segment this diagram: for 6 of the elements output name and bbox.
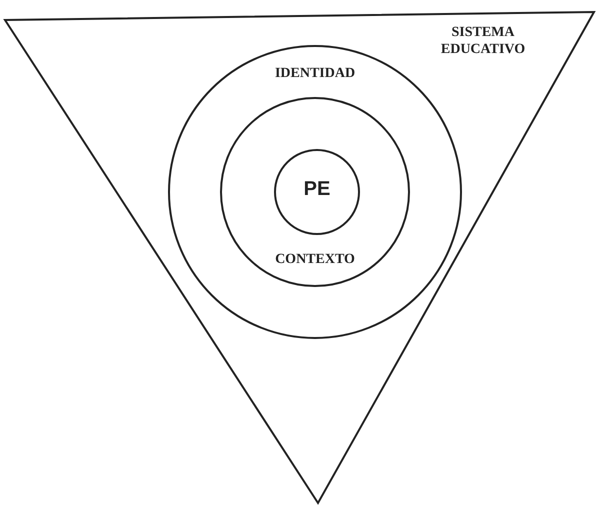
triangle-label: SISTEMA EDUCATIVO [440, 24, 526, 58]
circle-label: PE [304, 181, 330, 198]
circle-label: CONTEXTO [275, 251, 355, 268]
circle [220, 97, 410, 287]
circle [274, 149, 360, 235]
circle-label: IDENTIDAD [274, 65, 356, 82]
